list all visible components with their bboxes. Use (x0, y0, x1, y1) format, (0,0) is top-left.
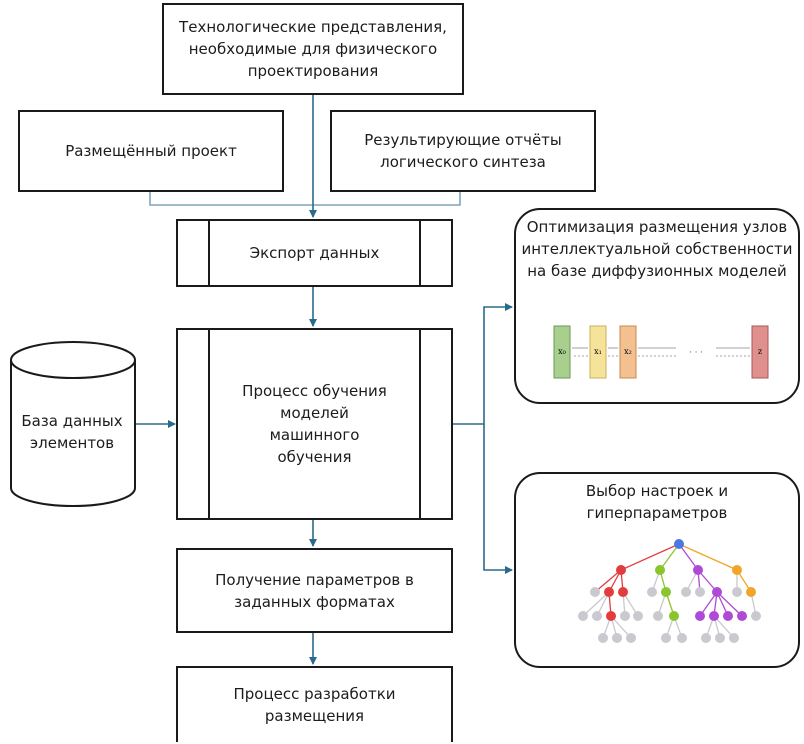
diffusion-label-z: z (758, 347, 762, 356)
data-export-text: Экспорт данных (249, 244, 380, 262)
tree-root-node (674, 539, 684, 549)
parameters-box: Получение параметров в заданных форматах (176, 548, 453, 633)
diffusion-panel-title: Оптимизация размещения узлов интеллектуа… (521, 218, 793, 280)
training-to-tuning-arrow (483, 424, 513, 574)
placed-to-bus-line (149, 190, 313, 206)
tuning-panel: Выбор настроек и гиперпараметров (514, 472, 800, 668)
tuning-panel-title: Выбор настроек и гиперпараметров (585, 482, 729, 522)
placement-dev-text: Процесс разработки размещения (233, 685, 396, 725)
database-label: База данных элементов (21, 412, 123, 452)
hyperparameter-tree (578, 539, 761, 643)
synthesis-reports-text: Результирующие отчёты логического синтез… (364, 131, 562, 171)
diffusion-label-x1: x₁ (594, 347, 602, 356)
database-cylinder (10, 341, 136, 507)
training-to-panels-line (453, 303, 513, 425)
parameters-text: Получение параметров в заданных форматах (215, 570, 414, 611)
data-export-box: Экспорт данных (176, 219, 453, 287)
tech-representations-text: Технологические представления, необходим… (179, 18, 447, 80)
placed-project-text: Размещённый проект (65, 142, 237, 160)
ml-training-box: Процесс обучения моделей машинного обуче… (176, 328, 453, 520)
diffusion-node-x2 (619, 325, 637, 379)
diffusion-label-x0: x₀ (558, 347, 566, 356)
diffusion-chain: x₀ x₁ x₂ z · · · (553, 325, 769, 379)
synthesis-reports-box: Результирующие отчёты логического синтез… (330, 110, 596, 192)
diffusion-node-x1 (589, 325, 607, 379)
placement-dev-box: Процесс разработки размещения (176, 666, 453, 742)
tech-representations-box: Технологические представления, необходим… (162, 3, 464, 95)
diffusion-dots: · · · (689, 348, 703, 358)
diffusion-label-x2: x₂ (624, 347, 632, 356)
placed-project-box: Размещённый проект (18, 110, 284, 192)
reports-to-bus-line (313, 190, 461, 206)
diffusion-node-x0 (553, 325, 571, 379)
diffusion-panel: Оптимизация размещения узлов интеллектуа… (514, 208, 800, 404)
ml-training-text: Процесс обучения моделей машинного обуче… (242, 382, 387, 466)
diffusion-node-z (751, 325, 769, 379)
